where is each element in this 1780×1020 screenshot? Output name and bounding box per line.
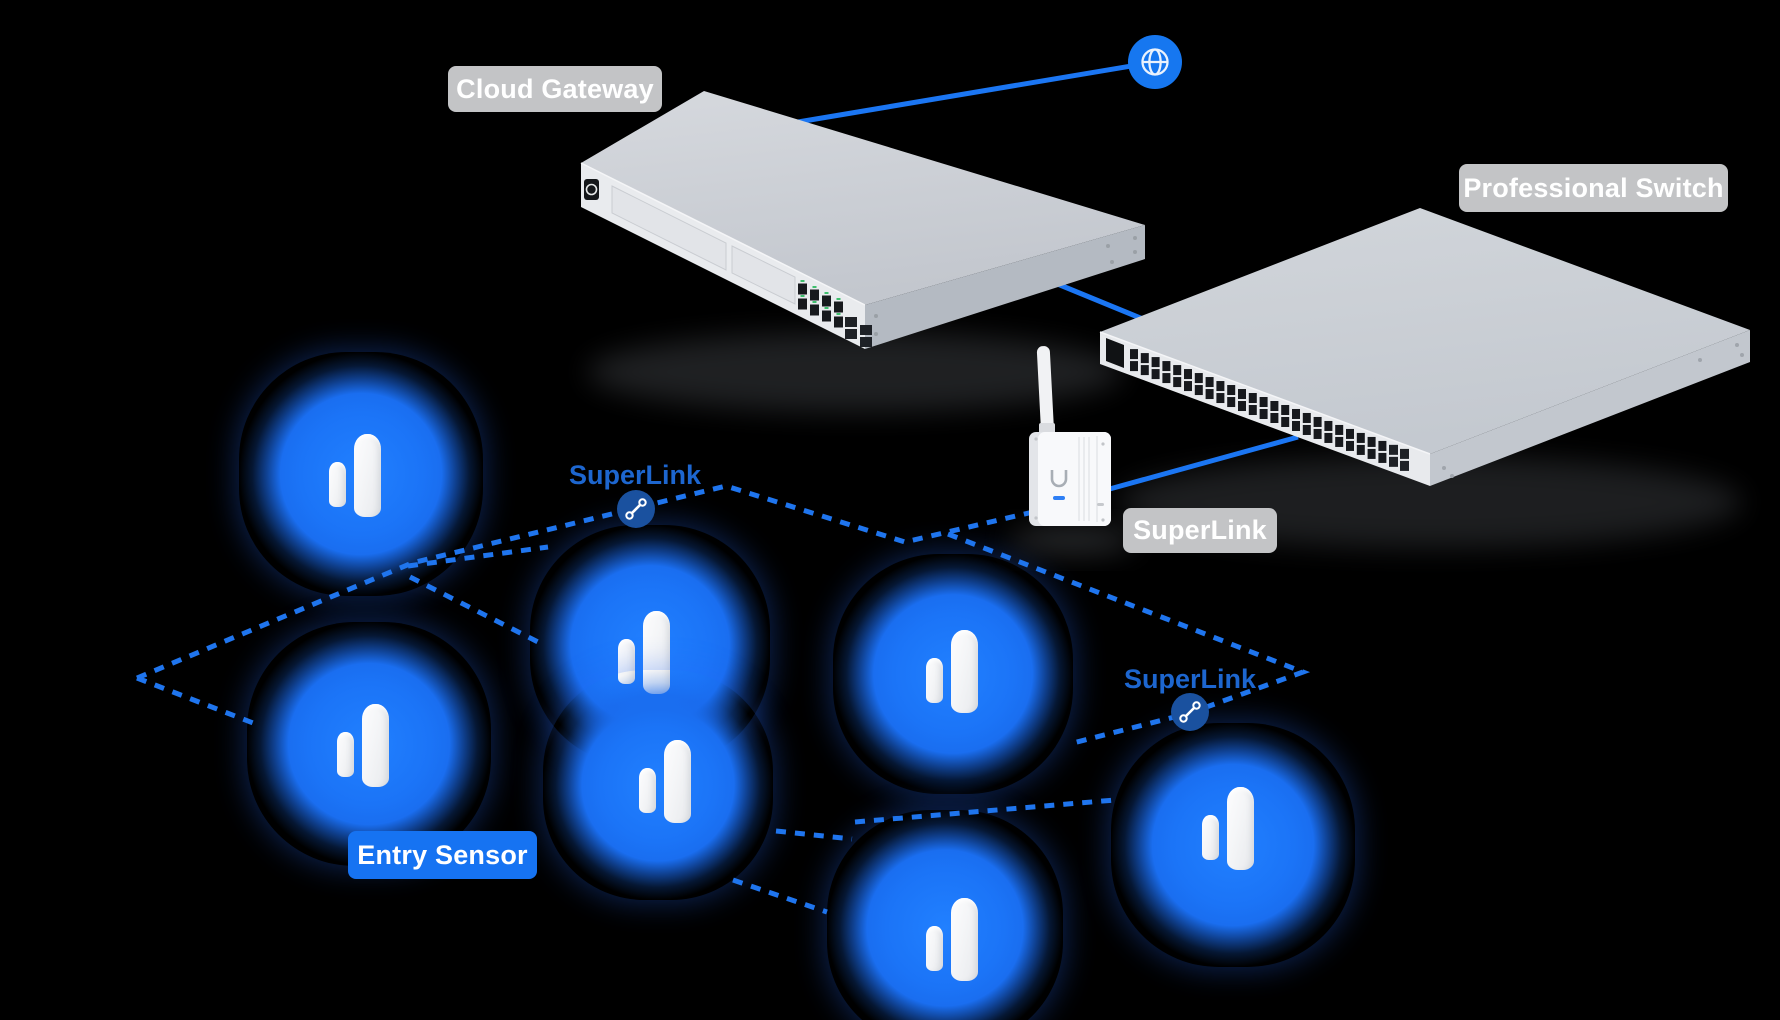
superlink-label-left: SuperLink bbox=[568, 460, 702, 490]
cloud-gateway-device bbox=[580, 91, 1145, 349]
entry-sensor-blob bbox=[543, 670, 773, 900]
hub-screws bbox=[1034, 437, 1105, 522]
switch-ports bbox=[1130, 349, 1409, 471]
drive-bay bbox=[611, 185, 727, 271]
sensor-body bbox=[1227, 787, 1254, 870]
sensor-magnet bbox=[329, 462, 346, 507]
link-icon bbox=[1171, 693, 1209, 731]
switch-display bbox=[1106, 338, 1124, 368]
ubiquiti-logo bbox=[1050, 470, 1068, 488]
sensor-magnet bbox=[926, 658, 943, 703]
gateway-ports bbox=[798, 280, 872, 347]
door-sensor-icon bbox=[639, 740, 691, 824]
door-sensor-icon bbox=[1202, 787, 1254, 871]
sensor-body bbox=[664, 740, 691, 823]
sensor-body bbox=[354, 434, 381, 517]
sensor-magnet bbox=[639, 768, 656, 813]
door-sensor-icon bbox=[337, 704, 389, 788]
sensor-body bbox=[951, 630, 978, 713]
entry-sensor-blob bbox=[1111, 723, 1355, 967]
internet-link bbox=[797, 59, 1156, 125]
switch-screws bbox=[1442, 343, 1744, 478]
entry-sensor-badge: Entry Sensor bbox=[348, 831, 537, 879]
sensor-magnet bbox=[337, 732, 354, 777]
door-sensor-icon bbox=[329, 434, 381, 518]
entry-sensor-blob bbox=[827, 810, 1063, 1020]
link-icon bbox=[617, 490, 655, 528]
door-sensor-icon bbox=[926, 898, 978, 982]
hub-switch-link bbox=[1105, 434, 1299, 493]
antenna bbox=[1036, 346, 1054, 435]
superlink-hub-badge: SuperLink bbox=[1123, 508, 1277, 553]
hub-status-led bbox=[1053, 496, 1065, 500]
superlink-hub-device bbox=[1029, 346, 1111, 526]
superlink-mesh-lines bbox=[136, 483, 1311, 915]
professional-switch-device bbox=[1099, 208, 1750, 486]
cloud-gateway-badge: Cloud Gateway bbox=[448, 66, 662, 112]
sensor-magnet bbox=[1202, 815, 1219, 860]
globe-icon bbox=[1128, 35, 1182, 89]
entry-sensor-blob bbox=[833, 554, 1073, 794]
professional-switch-badge: Professional Switch bbox=[1459, 164, 1728, 212]
drive-bay bbox=[731, 245, 796, 305]
hub-ribs bbox=[1078, 436, 1098, 522]
sensor-magnet bbox=[926, 926, 943, 971]
superlink-label-right: SuperLink bbox=[1123, 664, 1257, 694]
sensor-body bbox=[362, 704, 389, 787]
entry-sensor-blob bbox=[239, 352, 483, 596]
gateway-screws bbox=[874, 236, 1137, 336]
door-sensor-icon bbox=[926, 630, 978, 714]
gateway-display bbox=[584, 179, 599, 200]
entry-sensor-blob bbox=[247, 622, 491, 866]
sensor-body bbox=[951, 898, 978, 981]
